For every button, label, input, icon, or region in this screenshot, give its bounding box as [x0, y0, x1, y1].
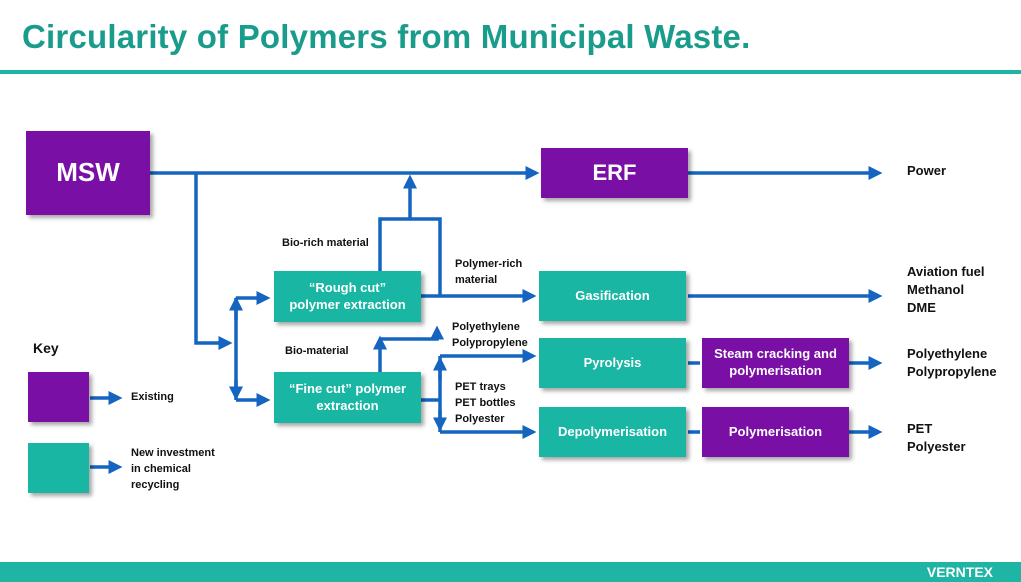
erf-box: ERF: [541, 148, 688, 198]
polymer-rich-label: Polymer-rich material: [455, 258, 523, 286]
msw-box: MSW: [26, 131, 150, 215]
depolymerisation-box: Depolymerisation: [539, 407, 686, 457]
pet-streams-label: PET trays PET bottles Polyester: [455, 381, 516, 425]
rough-cut-extraction-box: “Rough cut” polymer extraction: [274, 271, 421, 322]
output-pet: PET Polyester: [907, 421, 966, 455]
footer-bar: [0, 562, 1021, 582]
pyrolysis-box: Pyrolysis: [539, 338, 686, 388]
key-new-investment-swatch: [28, 443, 89, 493]
pe-pp-label: Polyethylene Polypropylene: [452, 321, 528, 349]
key-title: Key: [33, 340, 59, 356]
steam-cracking-box: Steam cracking and polymerisation: [702, 338, 849, 388]
key-new-investment-label: New investment in chemical recycling: [131, 447, 215, 491]
bio-material-label: Bio-material: [285, 345, 349, 357]
output-fuels: Aviation fuel Methanol DME: [907, 264, 985, 316]
brand-logo: VERNTEX: [926, 564, 993, 580]
output-polyolefins: Polyethylene Polypropylene: [907, 346, 997, 380]
fine-cut-extraction-box: “Fine cut” polymer extraction: [274, 372, 421, 423]
page-number: 8: [944, 556, 948, 562]
key-existing-swatch: [28, 372, 89, 422]
msw-to-extraction-arrow: [194, 173, 233, 350]
key-existing-label: Existing: [131, 391, 174, 403]
polymerisation-box: Polymerisation: [702, 407, 849, 457]
title-divider: [0, 70, 1021, 74]
bio-rich-label: Bio-rich material: [282, 237, 369, 249]
page-title: Circularity of Polymers from Municipal W…: [22, 18, 751, 55]
gasification-box: Gasification: [539, 271, 686, 321]
output-power: Power: [907, 163, 947, 178]
fine-to-pepp-arrow: [380, 325, 444, 341]
